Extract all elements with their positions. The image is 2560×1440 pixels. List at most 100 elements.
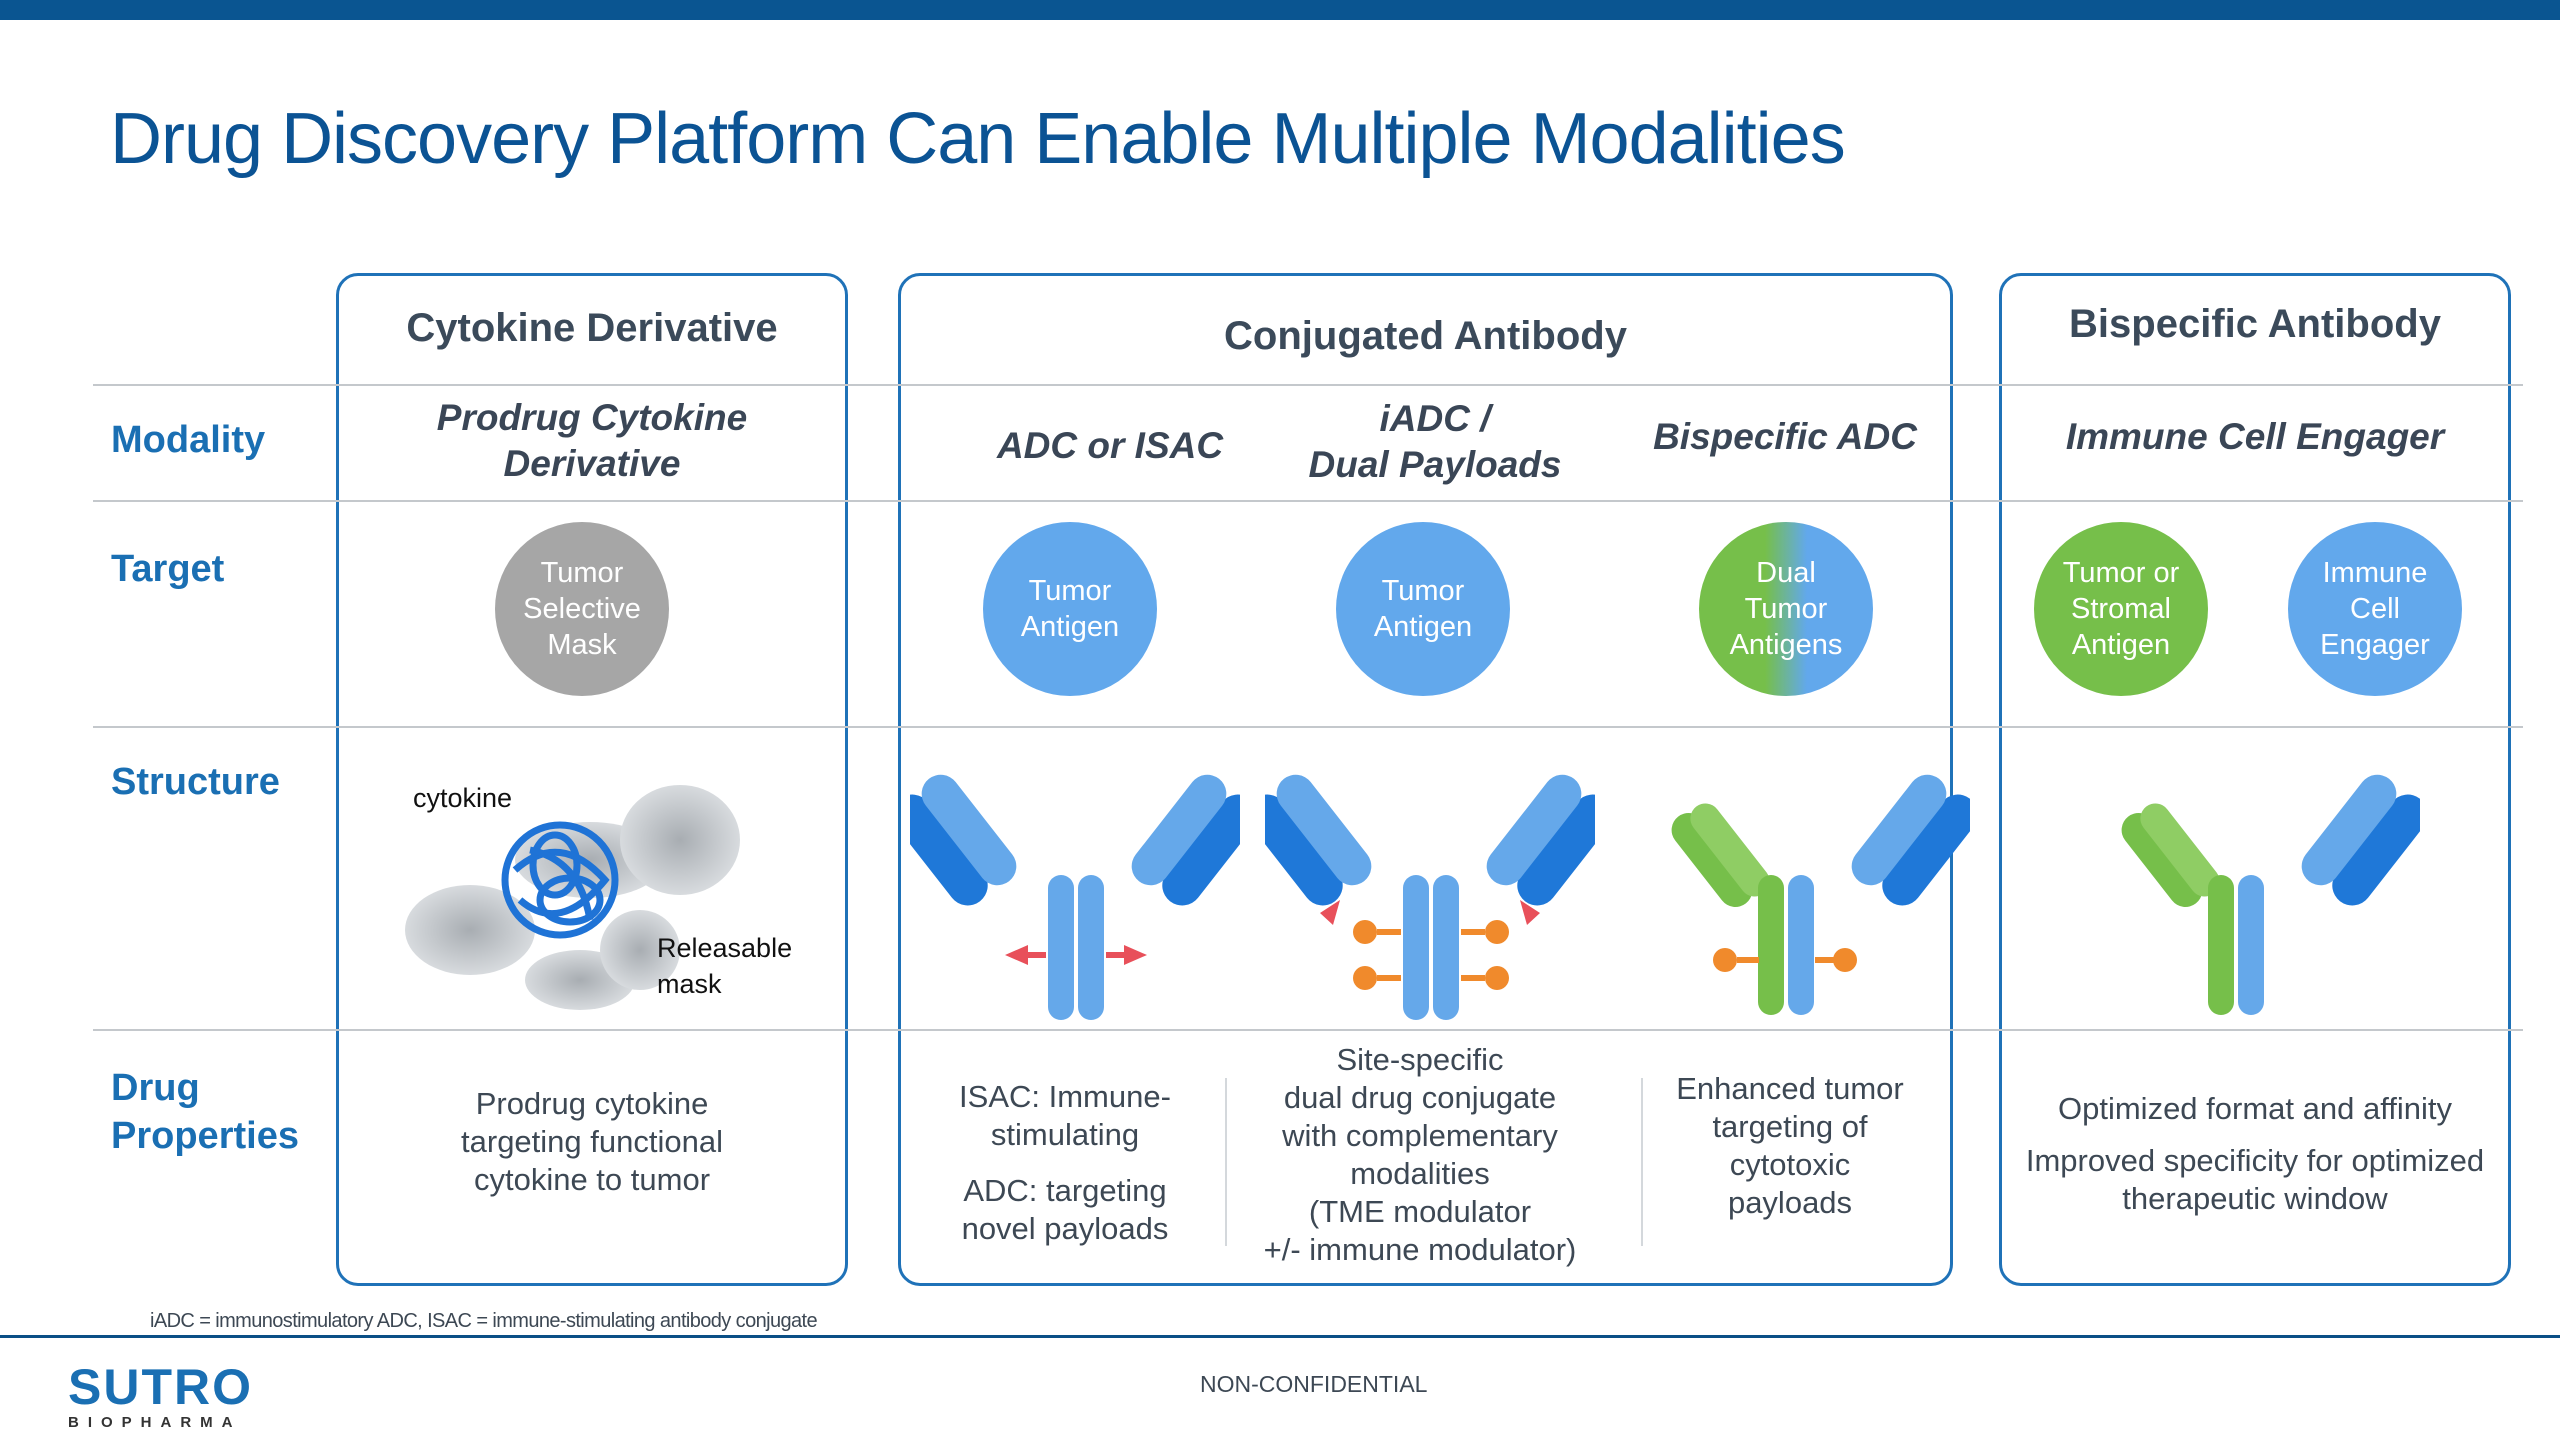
group-header-cytokine-derivative: Cytokine Derivative [406,306,778,350]
modality-prodrug-cytokine: Prodrug Cytokine Derivative [336,395,848,487]
circle-text: Tumor [540,557,624,589]
row-label-structure: Structure [111,761,280,803]
group-header-conjugated-antibody: Conjugated Antibody [1224,314,1627,358]
row-label-drug-properties: Drug Properties [111,1064,299,1160]
payload-red [1005,945,1147,965]
property-line: Prodrug cytokine [475,1086,709,1121]
property-line: (TME modulator [1308,1194,1532,1229]
properties-cytokine: Prodrug cytokine targeting functional cy… [336,1085,848,1199]
property-spacer [1999,1128,2511,1142]
property-line: targeting of [1712,1109,1868,1144]
property-line: Improved specificity for optimized [2025,1143,2485,1178]
row-label-modality: Modality [111,419,266,461]
antibody-bispecific-adc [1671,774,1970,1015]
property-line: Enhanced tumor [1676,1071,1904,1106]
circle-text: Mask [547,629,617,661]
modality-line: Dual Payloads [1308,444,1562,485]
circle-text: Dual [1756,557,1816,589]
modality-line: ADC or ISAC [996,425,1224,466]
properties-divider-1 [1225,1078,1227,1246]
circle-text: Selective [523,593,641,625]
modality-line: Bispecific ADC [1653,416,1917,457]
modality-line: iADC / [1379,398,1491,439]
property-spacer [920,1154,1210,1172]
property-line: cytotoxic [1729,1147,1851,1182]
property-line: +/- immune modulator) [1263,1232,1577,1267]
row-label-properties: Properties [111,1115,299,1157]
payload-orange [1353,920,1509,990]
circle-text: Cell [2350,593,2400,625]
sutro-logo: SUTRO BIOPHARMA [68,1362,253,1431]
group-box-bispecific-antibody [1999,273,2511,1286]
structure-label-releasable: Releasable [657,933,793,963]
circle-text: Immune [2322,557,2428,589]
circle-text: Tumor or [2062,557,2180,589]
structure-label-cytokine: cytokine [413,783,513,813]
antibody-arms [2121,774,2420,907]
circle-text: Antigen [1020,611,1120,643]
antibody-stem [1758,875,1814,1015]
mask-cloud-upper [405,785,740,975]
modality-line: Prodrug Cytokine [436,397,748,438]
logo-wordmark: SUTRO [68,1359,253,1415]
circle-text: Engager [2320,629,2430,661]
property-line: stimulating [990,1117,1140,1152]
row-divider-structure [93,1029,2523,1031]
property-line: payloads [1727,1185,1853,1220]
classification-label: NON-CONFIDENTIAL [1200,1371,1428,1397]
antibody-stem [1403,875,1459,1020]
property-line: dual drug conjugate [1283,1080,1557,1115]
antibody-immune-cell-engager [2121,774,2420,1015]
cytokine-coil [501,821,619,939]
properties-immune-cell-engager: Optimized format and affinity Improved s… [1999,1090,2511,1218]
top-accent-bar [0,0,2560,20]
antibody-arms [1265,774,1595,906]
payload-orange [1713,948,1857,972]
properties-adc-isac: ISAC: Immune- stimulating ADC: targeting… [920,1078,1210,1248]
footer-divider [0,1335,2560,1338]
structure-label-mask: mask [657,969,722,999]
modality-line: Immune Cell Engager [2065,416,2445,457]
circle-text: Antigen [1373,611,1473,643]
property-line: targeting functional [461,1124,723,1159]
property-line: with complementary [1282,1118,1558,1153]
properties-bispecific-adc: Enhanced tumor targeting of cytotoxic pa… [1650,1070,1930,1222]
property-line: cytokine to tumor [473,1162,711,1197]
row-label-drug: Drug [111,1067,200,1109]
property-line: ADC: targeting [963,1173,1167,1208]
modality-iadc-dual: iADC / Dual Payloads [1255,396,1615,488]
circle-text: Stromal [2071,593,2171,625]
property-line: Site-specific [1336,1042,1504,1077]
mask-cloud-lower [525,910,680,1010]
properties-divider-2 [1641,1078,1643,1246]
cytokine-mask-illustration [405,785,740,1010]
group-box-conjugated-antibody [898,273,1953,1286]
property-line: modalities [1350,1156,1490,1191]
row-divider-header [93,384,2523,386]
antibody-adc-isac [910,774,1240,1020]
modality-adc-isac: ADC or ISAC [940,423,1280,469]
logo-subtitle: BIOPHARMA [68,1414,242,1431]
row-label-target: Target [111,548,225,590]
group-box-cytokine-derivative [336,273,848,1286]
group-header-bispecific-antibody: Bispecific Antibody [2069,302,2441,346]
property-line: Optimized format and affinity [2058,1091,2452,1126]
antibody-arms [910,774,1240,906]
payload-red [1320,900,1540,925]
property-line: therapeutic window [2122,1181,2388,1216]
antibody-arms [1671,774,1970,907]
modality-line: Derivative [503,443,681,484]
antibody-iadc-dual [1265,774,1595,1020]
property-line: ISAC: Immune- [959,1079,1171,1114]
circle-text: Antigen [2071,629,2171,661]
circle-text: Tumor [1744,593,1828,625]
modality-bispecific-adc: Bispecific ADC [1620,414,1950,460]
circle-text: Tumor [1381,575,1465,607]
footnote: iADC = immunostimulatory ADC, ISAC = imm… [150,1310,818,1332]
modality-immune-cell-engager: Immune Cell Engager [1999,414,2511,460]
